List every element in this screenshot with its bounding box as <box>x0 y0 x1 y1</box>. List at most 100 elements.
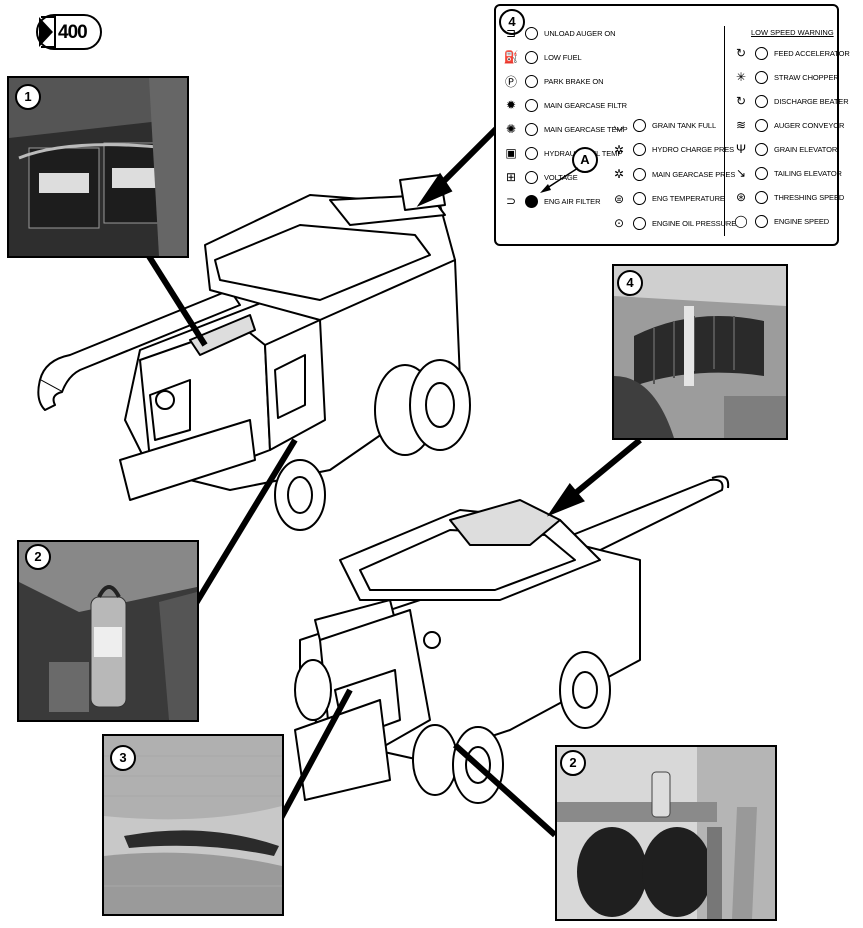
lamp-row: ◯ ENGINE SPEED <box>732 212 829 230</box>
air-filter-icon: ⊃ <box>505 194 517 208</box>
lamp-lit-indicator <box>525 194 538 208</box>
lamp-row: ◡ GRAIN TANK FULL <box>610 116 716 134</box>
combine-hour-badge-icon <box>36 14 102 50</box>
lamp-row: ↘ TAILING ELEVATOR <box>732 164 842 182</box>
fuel-pump-icon: ⛽ <box>503 50 519 64</box>
lamp-indicator <box>525 170 538 184</box>
lamp-row: ⊞ VOLTAGE <box>502 168 578 186</box>
lamp-row: ≋ AUGER CONVEYOR <box>732 116 844 134</box>
engine-speed-icon: ◯ <box>734 214 748 228</box>
lamp-indicator <box>633 167 646 181</box>
figure-number: 400 <box>58 22 88 43</box>
lamp-indicator <box>755 166 768 180</box>
leader-line-2-upper <box>192 438 298 607</box>
lamp-label: MAIN GEARCASE TEMP <box>544 124 628 134</box>
discharge-beater-icon: ↻ <box>735 94 747 108</box>
lamp-indicator <box>633 216 646 230</box>
callout-1: 1 <box>15 84 41 110</box>
combine-rear-view <box>294 475 730 804</box>
lamp-label: UNLOAD AUGER ON <box>544 28 616 38</box>
lamp-indicator <box>633 143 646 156</box>
lamp-label: ENG AIR FILTER <box>544 196 601 206</box>
lamp-label: GRAIN TANK FULL <box>652 120 717 130</box>
lamp-label: ENGINE SPEED <box>774 216 830 226</box>
lamp-row: ✲ HYDRO CHARGE PRES <box>610 141 734 159</box>
gearcase-temp-icon: ✺ <box>505 122 517 136</box>
lamp-indicator <box>755 46 768 60</box>
lamp-row: ✲ MAIN GEARCASE PRES <box>610 165 735 183</box>
warning-lamp-panel: 4 LOW SPEED WARNING ⊐ UNLOAD AUGER ON ⛽ LOW… <box>494 4 850 246</box>
tailing-elevator-icon: ↘ <box>735 166 747 180</box>
photo-air-intake <box>612 264 788 440</box>
lamp-indicator <box>525 50 538 64</box>
lamp-row: ⊛ THRESHING SPEED <box>732 188 844 206</box>
combine-front-view <box>37 174 471 531</box>
lamp-row: ▣HYDRAULIC OIL TEMP <box>502 144 622 162</box>
lamp-indicator <box>525 26 538 40</box>
lamp-indicator <box>525 122 538 136</box>
lamp-label: GRAIN ELEVATOR <box>774 144 838 154</box>
lamp-indicator <box>525 98 538 112</box>
hydro-charge-icon: ✲ <box>613 142 625 157</box>
lamp-row: ⛽ LOW FUEL <box>502 48 582 66</box>
lamp-label: ENGINE OIL PRESSURE <box>652 218 737 228</box>
lamp-label: LOW FUEL <box>544 52 582 62</box>
auger-conveyor-icon: ≋ <box>735 118 747 132</box>
lamp-row: ✹ MAIN GEARCASE FILTR <box>502 96 627 114</box>
lamp-indicator <box>525 146 538 160</box>
lamp-row: ✳ STRAW CHOPPER <box>732 68 839 86</box>
callout-a-arrow <box>540 167 579 193</box>
lamp-indicator <box>755 190 768 204</box>
lamp-label: STRAW CHOPPER <box>774 72 839 82</box>
leader-line-3 <box>277 688 353 822</box>
photo-fire-extinguisher-upper <box>17 540 199 722</box>
callout-4-panel: 4 <box>499 9 525 35</box>
unload-auger-icon: ⊐ <box>505 26 517 40</box>
low-speed-warning-header: LOW SPEED WARNING <box>751 28 834 37</box>
lamp-indicator <box>755 214 768 228</box>
gearcase-pressure-icon: ✲ <box>613 167 625 181</box>
straw-chopper-icon: ✳ <box>735 70 747 84</box>
lamp-label: VOLTAGE <box>544 172 578 182</box>
hydraulic-oil-temp-icon: ▣ <box>505 146 517 160</box>
lamp-label: TAILING ELEVATOR <box>774 168 842 178</box>
lamp-label: MAIN GEARCASE FILTR <box>544 100 627 110</box>
callout-2-lower: 2 <box>560 750 586 776</box>
lamp-row: ⊃ ENG AIR FILTER <box>502 192 601 210</box>
gearcase-filter-icon: ✹ <box>505 98 517 112</box>
photo-fire-extinguisher-lower <box>555 745 777 921</box>
grain-tank-icon: ◡ <box>613 118 625 132</box>
lamp-row: ↻ FEED ACCELERATOR <box>732 44 850 62</box>
lamp-label: HYDRO CHARGE PRES <box>652 145 735 154</box>
lamp-row: ↻ DISCHARGE BEATER <box>732 92 849 110</box>
callout-4-photo: 4 <box>617 270 643 296</box>
lamp-label: AUGER CONVEYOR <box>774 120 845 130</box>
lamp-row: ⊜ ENG TEMPERATURE <box>610 190 725 208</box>
lamp-row: ⊐ UNLOAD AUGER ON <box>502 24 616 42</box>
leader-line-2-lower <box>452 742 558 838</box>
threshing-speed-icon: ⊛ <box>735 190 747 204</box>
lamp-indicator <box>525 74 538 88</box>
lamp-indicator <box>755 142 768 156</box>
battery-icon: ⊞ <box>505 170 517 184</box>
lamp-indicator <box>755 94 768 108</box>
lamp-label: FEED ACCELERATOR <box>774 48 850 58</box>
lamp-label: MAIN GEARCASE PRES <box>652 169 736 179</box>
lamp-label: THRESHING SPEED <box>774 192 845 202</box>
lamp-indicator <box>633 192 646 205</box>
oil-can-icon: ⊙ <box>613 216 625 230</box>
lamp-indicator <box>755 118 768 132</box>
photo-batteries <box>7 76 189 258</box>
lamp-label: ENG TEMPERATURE <box>652 194 725 203</box>
park-brake-icon: Ⓟ <box>504 74 517 89</box>
engine-temp-icon: ⊜ <box>613 191 625 206</box>
feed-accelerator-icon: ↻ <box>735 46 747 60</box>
callout-3: 3 <box>110 745 136 771</box>
lamp-label: DISCHARGE BEATER <box>774 96 849 106</box>
lamp-row: ⊙ ENGINE OIL PRESSURE <box>610 214 736 232</box>
leader-line-1 <box>142 248 208 347</box>
